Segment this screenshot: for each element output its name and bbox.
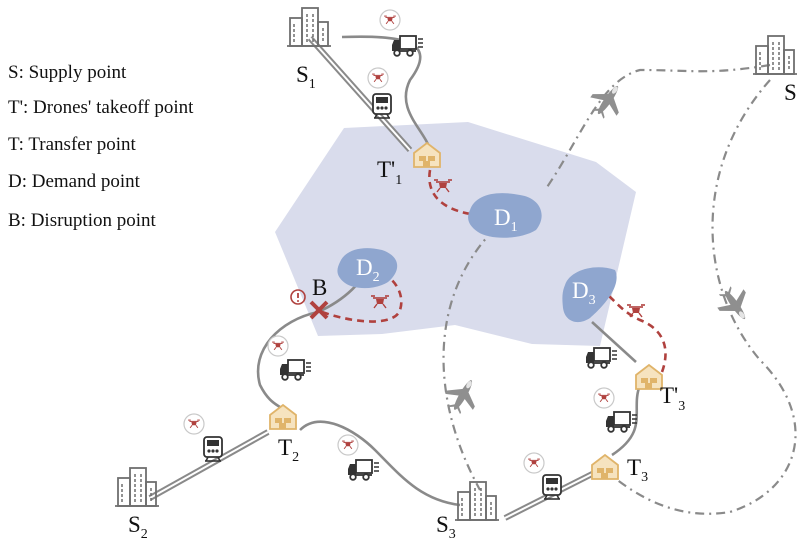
drone-badge-icon [268,336,288,356]
demand-point-d1 [468,193,542,238]
road-t2-s3 [299,420,461,507]
service-region [275,122,636,346]
drone-badge-icon [368,68,388,88]
drone-path-b-d2 [321,273,403,323]
truck-icon [605,411,638,433]
road-b-t2 [256,310,319,411]
label-t3: T3 [627,455,648,485]
air-route-s-to-t3 [604,79,797,515]
label-d2: D2 [356,255,380,285]
label-t1p: T'1 [377,157,402,188]
road-d3-t3p [591,321,637,363]
legend-disruption: B: Disruption point [8,210,156,231]
legend-takeoff: T': Drones' takeoff point [8,97,194,118]
drone-badge-icon [524,453,544,473]
truck-icon [347,459,380,481]
legend-supply: S: Supply point [8,62,127,83]
supply-point-s-icon [752,35,798,75]
drone-badge-icon [184,414,204,434]
transfer-point-t3-icon [591,454,619,480]
truck-icon [279,359,312,381]
supply-point-s3-icon [454,481,500,521]
transfer-point-t2-icon [269,404,297,430]
label-s2: S2 [128,512,148,542]
demand-point-d2 [337,248,398,289]
label-t3p: T'3 [660,383,685,414]
disruption-marker [309,300,329,320]
takeoff-point-t3p-icon [635,364,663,390]
air-routes [442,63,797,515]
demand-point-d3 [562,267,617,323]
label-d1: D1 [494,205,518,235]
airplane-icon [584,76,631,124]
label-t2: T2 [278,435,299,465]
road-t3p-t3 [611,384,642,457]
train-icon [542,474,562,500]
drone-badge-icon [380,10,400,30]
truck-icon [585,347,618,369]
label-s3: S3 [436,512,456,542]
train-icon [203,436,223,462]
label-b: B [312,275,327,300]
air-route-s-to-d1 [544,63,771,191]
airplane-icon [440,372,486,419]
warning-icon [290,289,306,305]
drone-badge-icon [338,435,358,455]
train-icon [372,93,392,119]
supply-point-s2-icon [114,467,160,507]
label-s: S [784,80,797,105]
drone-badge-icon [594,388,614,408]
air-route-d1-to-s3 [442,214,511,491]
label-d3: D3 [572,278,596,308]
road-s1-t1p [341,35,432,151]
legend-transfer: T: Transfer point [8,134,136,155]
label-s1: S1 [296,62,316,92]
legend-demand: D: Demand point [8,171,140,192]
drone-path-t3p-d3 [603,290,667,373]
